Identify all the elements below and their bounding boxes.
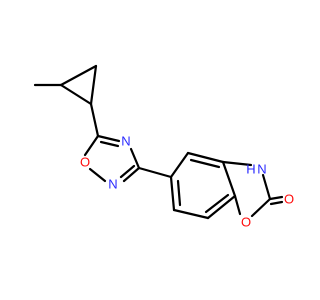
bond-benzene-5 [172, 208, 210, 220]
bond-n-c2 [261, 173, 272, 201]
atom-n-oxadiazole-2: N [108, 177, 117, 192]
structure-diagram: N O N H N O O [33, 64, 294, 230]
bond-c5-n4-double [99, 140, 120, 148]
atom-n-oxadiazole-4: N [121, 134, 130, 149]
bond-benzene-4 [206, 194, 237, 220]
atom-o-oxadiazole-1: O [80, 155, 90, 170]
bond-c3-n2 [122, 166, 141, 183]
atom-o-ring-benzoxazolone: O [241, 215, 251, 230]
bond-n2-o1 [88, 167, 107, 183]
bond-o-c7a [233, 194, 242, 216]
bond-carbonyl-double [269, 200, 284, 206]
bond-benzene-3 [221, 160, 237, 198]
bond-benzene-6 [169, 175, 176, 212]
atom-nh-benzoxazolone-h: H [246, 162, 255, 177]
bond-c3a-n [221, 160, 253, 167]
bond-benzene-6-double [176, 179, 182, 207]
atom-nh-benzoxazolone-n: N [257, 162, 266, 177]
bond-benzene-2-double [189, 158, 221, 169]
bond-oxadiazole-benzene [137, 166, 173, 179]
bond-cyclopropane-3 [59, 83, 93, 106]
atom-labels: N O N H N O O [80, 134, 294, 230]
bond-cyclopropane-2 [89, 64, 98, 106]
atom-o-carbonyl: O [284, 192, 294, 207]
bond-n4-c3 [129, 147, 141, 170]
bonds [33, 64, 284, 220]
bond-benzene-4-double [204, 193, 230, 214]
bond-cp-oxadiazole [89, 102, 100, 138]
bond-benzene-2 [186, 151, 225, 164]
bond-o1-c5 [83, 134, 100, 157]
bond-c3-n2-double [119, 164, 136, 179]
bond-c2-o [250, 197, 272, 218]
molecule-canvas: N O N H N O O [33, 64, 295, 230]
bond-c5-n4 [96, 134, 121, 143]
bond-benzene-1 [169, 151, 190, 179]
bond-carbonyl [268, 195, 284, 201]
bond-cyclopropane-1 [59, 64, 98, 87]
